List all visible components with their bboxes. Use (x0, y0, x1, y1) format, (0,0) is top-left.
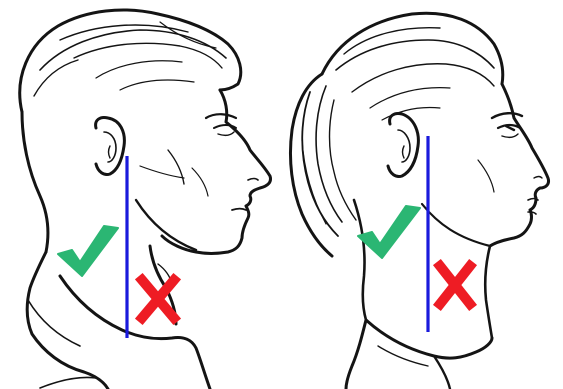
cross-icon (142, 280, 174, 318)
check-icon (58, 226, 118, 276)
male-jawline (136, 200, 196, 250)
female-back-of-neck (354, 200, 366, 320)
female-neck-front (485, 246, 492, 338)
female-ponytail (290, 74, 332, 256)
female-face-profile (490, 84, 549, 246)
male-collar (27, 252, 108, 389)
female-jawline (422, 204, 490, 246)
female-ear (388, 113, 418, 176)
male-profile-panel (0, 0, 281, 389)
female-hair-outline (322, 13, 503, 84)
male-back-of-head (22, 112, 48, 252)
female-profile-illustration (282, 0, 563, 389)
cross-icon (440, 266, 470, 304)
female-shoulders (346, 320, 366, 389)
female-profile-panel (282, 0, 563, 389)
male-profile-illustration (0, 0, 281, 389)
check-icon (358, 206, 420, 258)
